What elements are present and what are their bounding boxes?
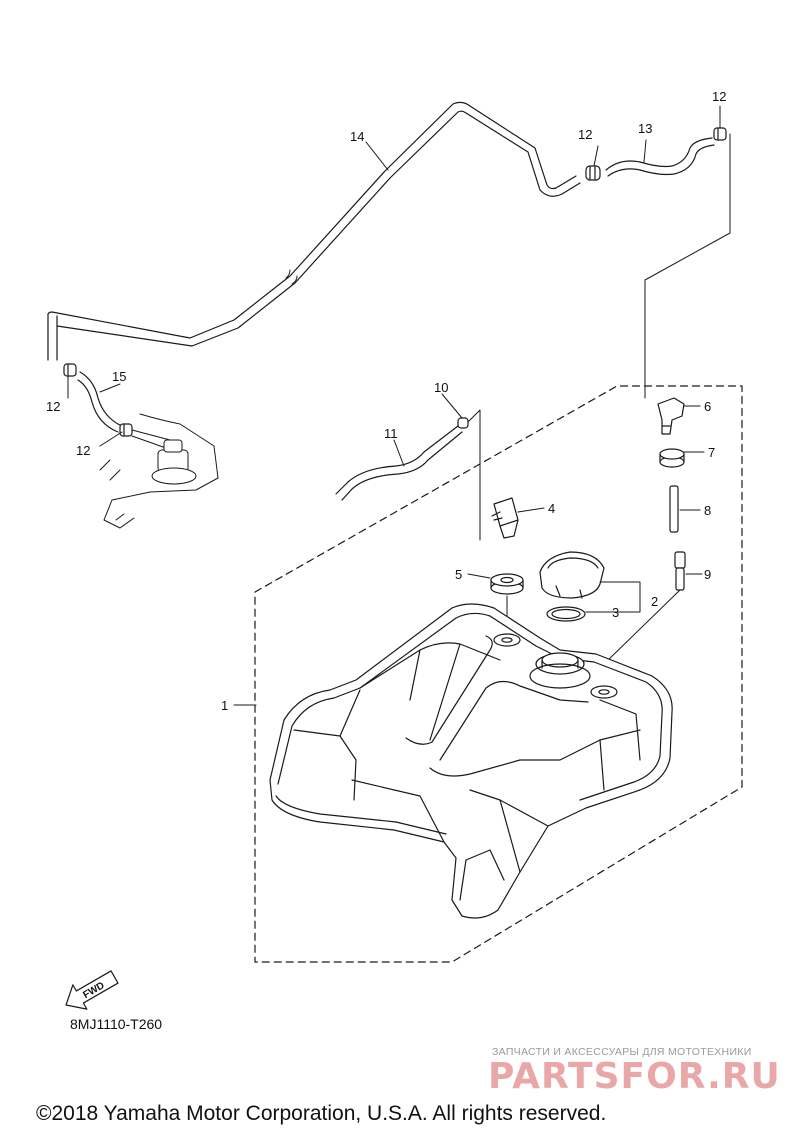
callout-10: 10 <box>434 380 448 395</box>
callout-12-left-upper: 12 <box>46 399 60 414</box>
assembly-boundary <box>254 385 743 963</box>
callout-12-upper-left: 12 <box>578 127 592 142</box>
callout-15: 15 <box>112 369 126 384</box>
callout-2: 2 <box>651 594 658 609</box>
fuel-cap-2 <box>539 551 605 599</box>
grommet-7 <box>659 448 685 468</box>
vent-hose-15 <box>77 371 123 433</box>
callout-3: 3 <box>612 605 619 620</box>
callout-1: 1 <box>221 698 228 713</box>
clamp-10 <box>457 417 469 429</box>
vent-hose-13 <box>605 137 715 177</box>
callout-leaders <box>67 105 721 706</box>
vent-hose-14 <box>47 101 581 361</box>
callout-8: 8 <box>704 503 711 518</box>
watermark-tagline: ЗАПЧАСТИ И АКСЕССУАРЫ ДЛЯ МОТОТЕХНИКИ <box>492 1046 752 1058</box>
fuel-tank-1 <box>269 603 673 919</box>
callout-9: 9 <box>704 567 711 582</box>
leader-2-3 <box>585 581 641 613</box>
copyright-notice: ©2018 Yamaha Motor Corporation, U.S.A. A… <box>36 1102 607 1125</box>
callout-12-left-lower: 12 <box>76 443 90 458</box>
callout-13: 13 <box>638 121 652 136</box>
diagram-part-code: 8MJ1110-T260 <box>70 1016 163 1032</box>
fwd-label: FWD <box>81 980 106 1001</box>
clamp-12-upper-right <box>713 127 727 141</box>
callout-12-upper-right: 12 <box>712 89 726 104</box>
watermark-logo: PARTSFOR.RU <box>488 1056 781 1097</box>
callout-14: 14 <box>350 129 364 144</box>
pipe-8 <box>669 485 679 533</box>
grommet-5 <box>490 573 524 595</box>
carburetor-fitting <box>99 413 219 529</box>
clamp-12-upper-left <box>585 165 601 181</box>
callout-11: 11 <box>384 426 398 441</box>
clamp-12-left-upper <box>63 363 77 377</box>
callout-6: 6 <box>704 399 711 414</box>
fitting-6 <box>657 397 685 435</box>
forward-arrow-icon: FWD <box>65 970 119 1010</box>
vent-line-to-valve <box>467 409 481 541</box>
o-ring-3 <box>546 606 586 622</box>
callout-4: 4 <box>548 501 555 516</box>
vent-line-to-fitting <box>644 133 731 399</box>
fuel-tank-diagram: 1 2 3 4 5 6 7 8 9 10 11 12 12 12 12 13 1… <box>46 89 743 1010</box>
vent-hose-11 <box>335 425 463 501</box>
clamp-12-left-lower <box>119 423 133 437</box>
callout-7: 7 <box>708 445 715 460</box>
rollover-valve-4 <box>491 497 519 539</box>
callout-5: 5 <box>455 567 462 582</box>
pipe-9 <box>674 551 686 591</box>
